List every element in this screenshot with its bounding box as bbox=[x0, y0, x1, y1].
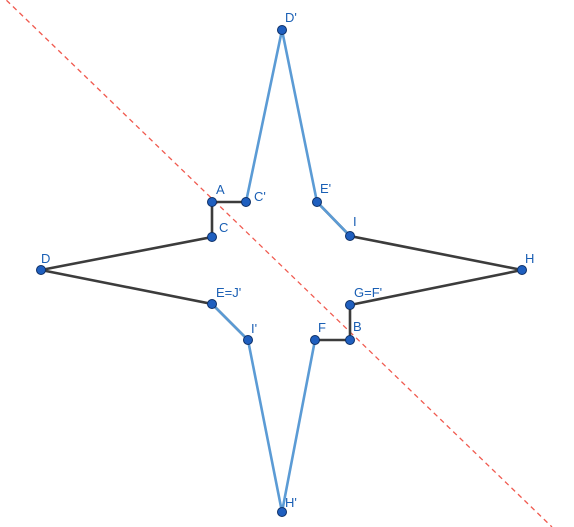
label-e-prime: E' bbox=[320, 181, 331, 196]
mirror-line bbox=[5, 0, 553, 527]
point-h[interactable] bbox=[517, 265, 527, 275]
label-h: H bbox=[525, 251, 534, 266]
label-c-prime: C' bbox=[254, 189, 266, 204]
point-i[interactable] bbox=[345, 231, 355, 241]
point-c[interactable] bbox=[207, 232, 217, 242]
point-h-prime[interactable] bbox=[277, 507, 287, 517]
original-polygon bbox=[40, 202, 249, 341]
image-polygon-bottom bbox=[211, 303, 317, 513]
point-b[interactable] bbox=[345, 335, 355, 345]
point-f[interactable] bbox=[310, 335, 320, 345]
point-d-prime[interactable] bbox=[277, 25, 287, 35]
labels-group: D' A C' E' C I D H G=F' E=J' I' F B H' bbox=[41, 10, 534, 510]
label-i: I bbox=[353, 214, 357, 229]
image-polygon-top bbox=[244, 29, 351, 237]
label-f: F bbox=[318, 320, 326, 335]
points-group bbox=[36, 25, 527, 517]
point-e-prime[interactable] bbox=[312, 197, 322, 207]
label-b: B bbox=[353, 319, 362, 334]
point-a[interactable] bbox=[207, 197, 217, 207]
original-polygon-right bbox=[315, 201, 523, 342]
point-i-prime[interactable] bbox=[243, 335, 253, 345]
point-d[interactable] bbox=[36, 265, 46, 275]
label-d: D bbox=[41, 251, 50, 266]
point-c-prime[interactable] bbox=[241, 197, 251, 207]
point-g[interactable] bbox=[345, 300, 355, 310]
label-i-prime: I' bbox=[251, 321, 257, 336]
label-a: A bbox=[216, 182, 225, 197]
label-h-prime: H' bbox=[285, 495, 297, 510]
label-c: C bbox=[219, 220, 228, 235]
label-d-prime: D' bbox=[285, 10, 297, 25]
point-e[interactable] bbox=[207, 299, 217, 309]
label-e-eq-j-prime: E=J' bbox=[216, 285, 241, 300]
label-g-eq-f-prime: G=F' bbox=[354, 285, 382, 300]
